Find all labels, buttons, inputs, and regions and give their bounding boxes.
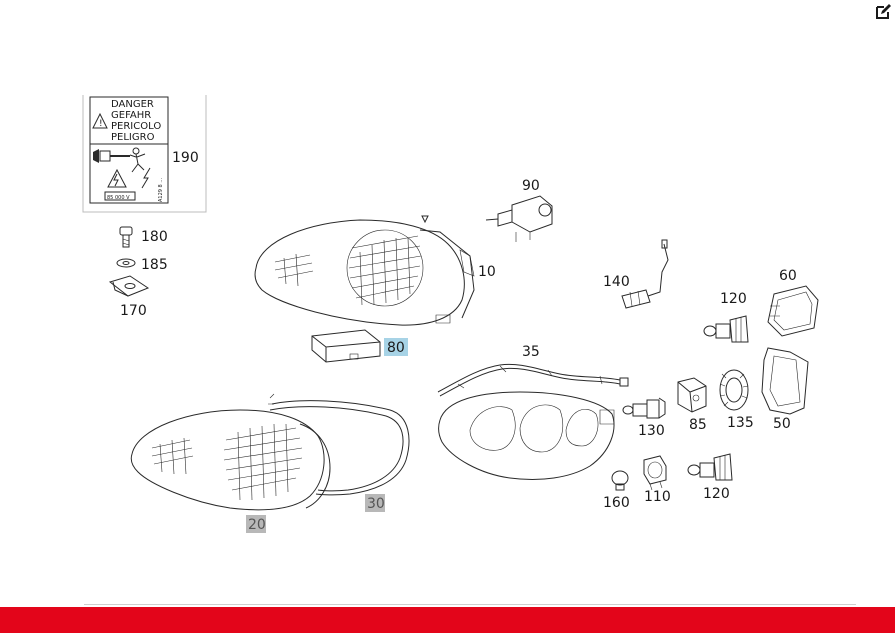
label-code-text: A129 8 ... [158,177,164,202]
callout-160[interactable]: 160 [603,495,630,511]
warning-line-3: PERICOLO [111,121,161,132]
callout-30-highlight [365,494,385,512]
callout-120-upper[interactable]: 120 [720,291,747,307]
seal-part[interactable] [761,347,809,415]
washer-part[interactable] [116,258,136,268]
voltage-text: 85 000 V [107,195,130,201]
footer-divider [84,604,856,605]
callout-20[interactable]: 20 [248,517,266,533]
bulb-wedge-part[interactable] [611,470,629,491]
bulb-h7-lower-part[interactable] [687,453,733,481]
callout-120-lower[interactable]: 120 [703,486,730,502]
callout-35[interactable]: 35 [522,344,540,360]
callout-10[interactable]: 10 [478,264,496,280]
warning-line-1: DANGER [111,99,154,110]
callout-60[interactable]: 60 [779,268,797,284]
control-unit-part[interactable] [311,329,381,363]
warning-line-2: GEFAHR [111,110,151,121]
callout-130[interactable]: 130 [638,423,665,439]
bulb-130-part[interactable] [622,397,666,419]
bulb-holder-part[interactable] [719,369,749,411]
bulb-socket-part[interactable] [643,455,667,491]
warning-label [89,96,169,204]
bulb-h7-upper-part[interactable] [703,315,749,343]
callout-180[interactable]: 180 [141,229,168,245]
warning-triangle-icon [92,112,108,129]
edit-button[interactable] [874,3,892,21]
cap-cover-part[interactable] [767,285,819,337]
callout-185[interactable]: 185 [141,257,168,273]
callout-170[interactable]: 170 [120,303,147,319]
svg-text:!: ! [99,119,103,129]
wiring-harness-part[interactable] [437,363,629,397]
callout-20-highlight [246,515,266,533]
callout-85[interactable]: 85 [689,417,707,433]
clip-nut-part[interactable] [108,275,150,297]
headlamp-assembly-part[interactable] [254,215,475,326]
warning-line-4: PELIGRO [111,132,155,143]
callout-30[interactable]: 30 [367,496,385,512]
screw-part[interactable] [119,226,133,248]
headlamp-lens-part[interactable] [130,409,331,511]
footer-bar [0,607,895,633]
headlamp-actuator-part[interactable] [485,195,553,242]
edit-icon [876,4,891,19]
callout-135[interactable]: 135 [727,415,754,431]
callout-90[interactable]: 90 [522,178,540,194]
reflector-housing-part[interactable] [438,391,615,480]
igniter-part[interactable] [677,377,707,413]
electric-shock-pictogram-icon: 85 000 V [93,147,151,201]
callout-80[interactable]: 80 [387,340,405,356]
callout-140[interactable]: 140 [603,274,630,290]
warning-label-group[interactable]: ! DANGER GEFAHR PERICOLO PELIGRO 85 000 … [82,95,207,213]
callout-80-highlight [384,338,408,356]
callout-50[interactable]: 50 [773,416,791,432]
callout-190[interactable]: 190 [172,150,199,166]
bulb-wire-part[interactable] [621,239,669,309]
callout-110[interactable]: 110 [644,489,671,505]
gasket-part[interactable] [268,393,410,496]
